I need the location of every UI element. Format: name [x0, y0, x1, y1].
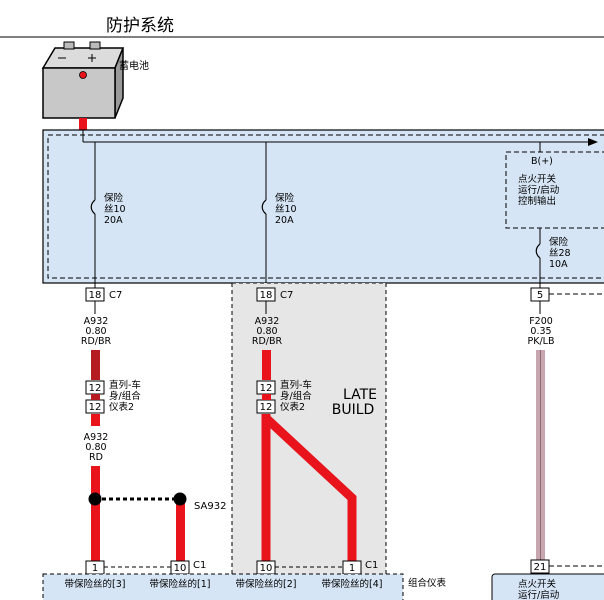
ignition-line-1: 点火开关: [518, 173, 557, 185]
fuse-2-number: 丝10: [275, 203, 297, 215]
fuse-icon: [535, 243, 541, 259]
cluster-input-3: 带保险丝的[2]: [236, 578, 297, 590]
wire-left-lower-color: RD: [89, 452, 103, 463]
instrument-cluster: [42, 573, 404, 600]
wire-mid-upper-color: RD/BR: [252, 336, 283, 347]
wire-right-circuit: F200: [529, 316, 553, 327]
wire-left-lower-circuit: A932: [84, 432, 109, 443]
wire-mid-upper-size: 0.80: [256, 326, 277, 337]
bottom-right-line-1: 点火开关: [518, 578, 557, 590]
splice-label: SA932: [194, 501, 226, 512]
fuse-1-number: 丝10: [104, 203, 126, 215]
c1-pin-2: 10: [174, 563, 187, 574]
c7-mid-name: C7: [280, 290, 293, 301]
battery-label: 蓄电池: [119, 59, 149, 72]
cluster-input-1: 带保险丝的[3]: [65, 578, 126, 590]
fuse-block-inner-border: [47, 134, 604, 279]
cluster-label: 组合仪表: [408, 577, 447, 589]
c1-pin-3: 10: [260, 563, 273, 574]
bus-arrow-icon: [588, 138, 598, 146]
c1-name-b: C1: [365, 560, 378, 571]
fuse-3-number: 丝28: [549, 247, 571, 259]
wire-mid-upper-circuit: A932: [255, 316, 280, 327]
right-top-pin: 5: [537, 290, 543, 301]
fuse-1-rating: 20A: [104, 215, 123, 226]
wire-left-upper-circuit: A932: [84, 316, 109, 327]
fuse-icon: [90, 199, 96, 215]
wire-left-upper-size: 0.80: [85, 326, 106, 337]
inline-left-line-1: 直列-车: [109, 379, 141, 391]
c1-name-a: C1: [193, 560, 206, 571]
c1-pin-4: 1: [349, 563, 355, 574]
wire-mid-branch: [262, 414, 357, 562]
ignition-control-box: [505, 151, 604, 229]
inline-mid-line-3: 仪表2: [280, 401, 305, 413]
splice-node-icon: [88, 492, 102, 506]
fuse-icon: [261, 199, 267, 215]
wire-left-upper: [91, 350, 100, 380]
right-bottom-pin: 21: [534, 562, 547, 573]
page-title: 防护系统: [106, 16, 174, 36]
fuse-1-label: 保险: [104, 192, 124, 204]
inline-mid-pin-bottom: 12: [260, 402, 273, 413]
splice-node-icon: [173, 492, 187, 506]
wire-left-lower-size: 0.80: [85, 442, 106, 453]
fuse-2-rating: 20A: [275, 215, 294, 226]
late-build-line-2: BUILD: [332, 402, 375, 418]
ignition-line-3: 控制输出: [518, 195, 556, 207]
c7-left-name: C7: [109, 290, 122, 301]
fuse-3-label: 保险: [549, 236, 569, 248]
wire-left-lower: [91, 466, 100, 562]
bottom-right-line-2: 运行/启动: [518, 589, 559, 600]
late-build-line-1: LATE: [343, 387, 377, 403]
c1-pin-1: 1: [92, 563, 98, 574]
wire-splice-branch: [176, 499, 185, 562]
fuse-2-label: 保险: [275, 192, 295, 204]
ignition-switch-box: [491, 573, 604, 600]
inline-left-line-3: 仪表2: [109, 401, 134, 413]
inline-left-pin-top: 12: [89, 383, 102, 394]
inline-mid-line-1: 直列-车: [280, 379, 312, 391]
late-build-region: [231, 282, 387, 600]
wire-right-color: PK/LB: [528, 336, 555, 347]
inline-left-pin-bottom: 12: [89, 402, 102, 413]
cluster-input-4: 带保险丝的[4]: [322, 578, 383, 590]
inline-mid-line-2: 身/组合: [280, 390, 312, 402]
inline-left-line-2: 身/组合: [109, 390, 141, 402]
inline-mid-pin-top: 12: [260, 383, 273, 394]
battery-cable: [79, 118, 87, 130]
c7-left-pin: 18: [89, 290, 102, 301]
cluster-input-2: 带保险丝的[1]: [150, 578, 211, 590]
wire-right-size: 0.35: [530, 326, 551, 337]
fuse-3-rating: 10A: [549, 259, 568, 270]
c7-mid-pin: 18: [260, 290, 273, 301]
wire-mid-upper: [262, 350, 271, 380]
battery-icon: [41, 41, 125, 119]
ignition-line-2: 运行/启动: [518, 184, 559, 196]
b-plus-label: B(+): [531, 156, 553, 167]
wire-left-upper-color: RD/BR: [81, 336, 112, 347]
